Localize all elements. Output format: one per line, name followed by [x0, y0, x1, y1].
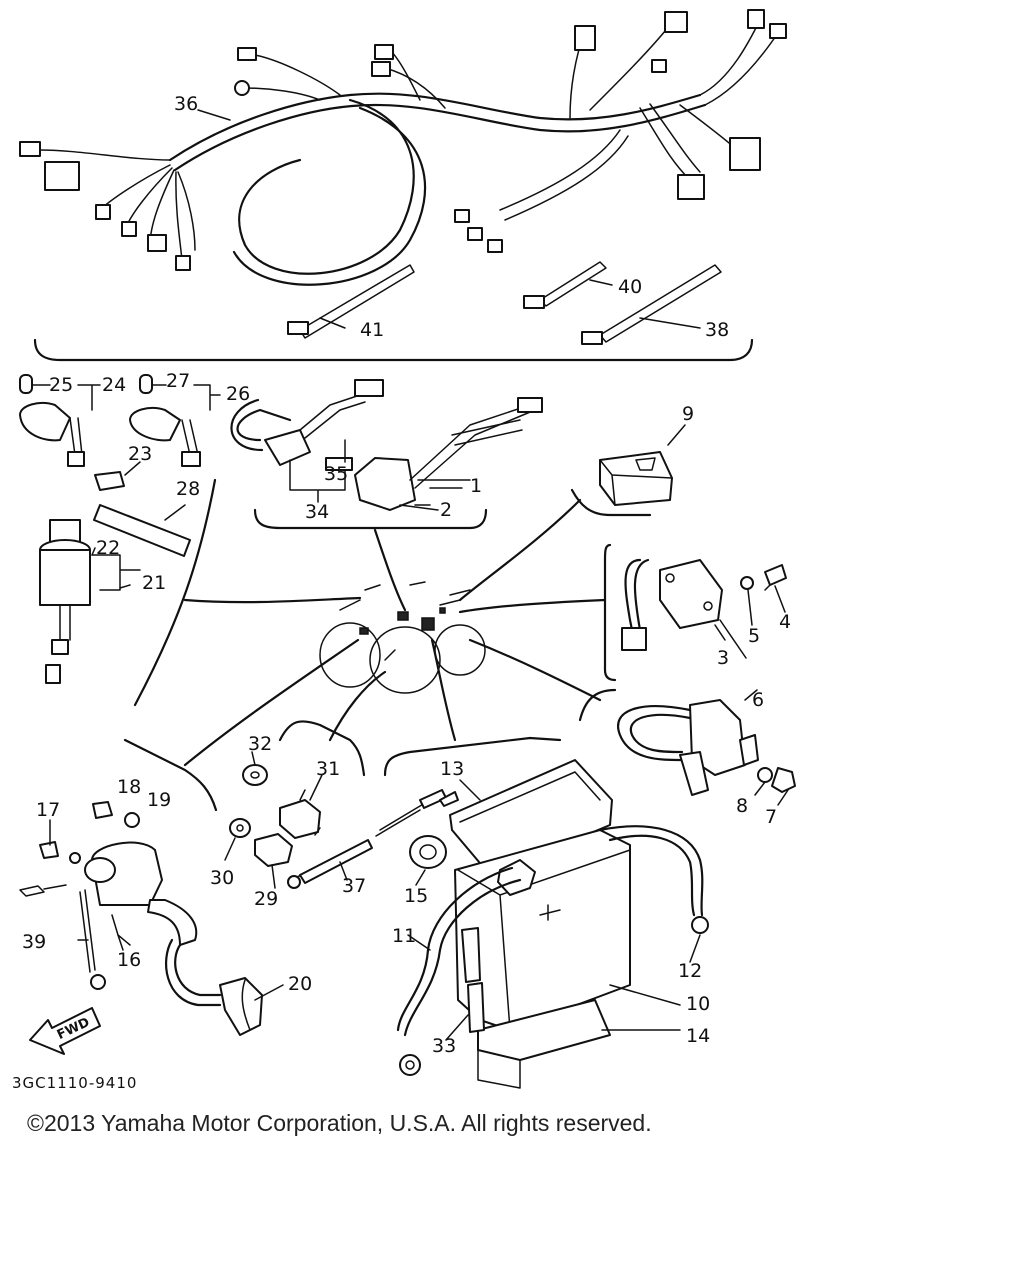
callout-38: 38: [705, 319, 729, 341]
callout-5: 5: [748, 625, 760, 647]
main-switch: [39, 519, 141, 684]
callout-19: 19: [147, 789, 171, 811]
callout-1: 1: [470, 475, 482, 497]
wiring-diagram: FWD: [12, 9, 796, 1092]
callout-15: 15: [404, 885, 428, 907]
callout-24: 24: [102, 374, 126, 396]
callout-8: 8: [736, 795, 748, 817]
copyright-notice: ©2013 Yamaha Motor Corporation, U.S.A. A…: [27, 1110, 652, 1136]
callout-13: 13: [440, 758, 464, 780]
callout-2: 2: [440, 499, 452, 521]
callout-4: 4: [779, 611, 791, 633]
callout-30: 30: [210, 867, 234, 889]
ignition-coil: [19, 801, 263, 1036]
callout-numbers: 36 41 40 38 25 24 27 26 23 28 22 21 35 3…: [22, 93, 791, 1057]
relay-component: [599, 451, 673, 506]
callout-9: 9: [682, 403, 694, 425]
callout-27: 27: [166, 370, 190, 392]
callout-20: 20: [288, 973, 312, 995]
callout-34: 34: [305, 501, 329, 523]
callout-18: 18: [117, 776, 141, 798]
battery-assembly: [396, 759, 709, 1089]
callout-33: 33: [432, 1035, 456, 1057]
wire-harness: [19, 9, 787, 286]
regulator-component: [621, 558, 787, 651]
callout-39: 39: [22, 931, 46, 953]
callout-6: 6: [752, 689, 764, 711]
fuse-holders: [19, 374, 221, 557]
diagram-code: 3GC1110-9410: [12, 1074, 137, 1092]
callout-16: 16: [117, 949, 141, 971]
callout-21: 21: [142, 572, 166, 594]
fwd-arrow: FWD: [29, 1007, 101, 1055]
callout-11: 11: [392, 925, 416, 947]
callout-10: 10: [686, 993, 710, 1015]
callout-40: 40: [618, 276, 642, 298]
leader-lines: [183, 498, 607, 767]
cable-ties: [287, 261, 722, 345]
callout-35: 35: [324, 463, 348, 485]
callout-41: 41: [360, 319, 384, 341]
callout-3: 3: [717, 647, 729, 669]
callout-14: 14: [686, 1025, 710, 1047]
callout-26: 26: [226, 383, 250, 405]
callout-36: 36: [174, 93, 198, 115]
vehicle-outline: [319, 581, 486, 694]
callout-7: 7: [765, 806, 777, 828]
callout-28: 28: [176, 478, 200, 500]
starter-relay: [617, 689, 796, 806]
handlebar-switches: [230, 379, 543, 511]
callout-32: 32: [248, 733, 272, 755]
callout-29: 29: [254, 888, 278, 910]
callout-25: 25: [49, 374, 73, 396]
callout-22: 22: [96, 537, 120, 559]
callout-23: 23: [128, 443, 152, 465]
callout-leaders: [49, 109, 747, 1041]
callout-17: 17: [36, 799, 60, 821]
sensors: [229, 764, 459, 889]
callout-12: 12: [678, 960, 702, 982]
callout-31: 31: [316, 758, 340, 780]
callout-37: 37: [342, 875, 366, 897]
